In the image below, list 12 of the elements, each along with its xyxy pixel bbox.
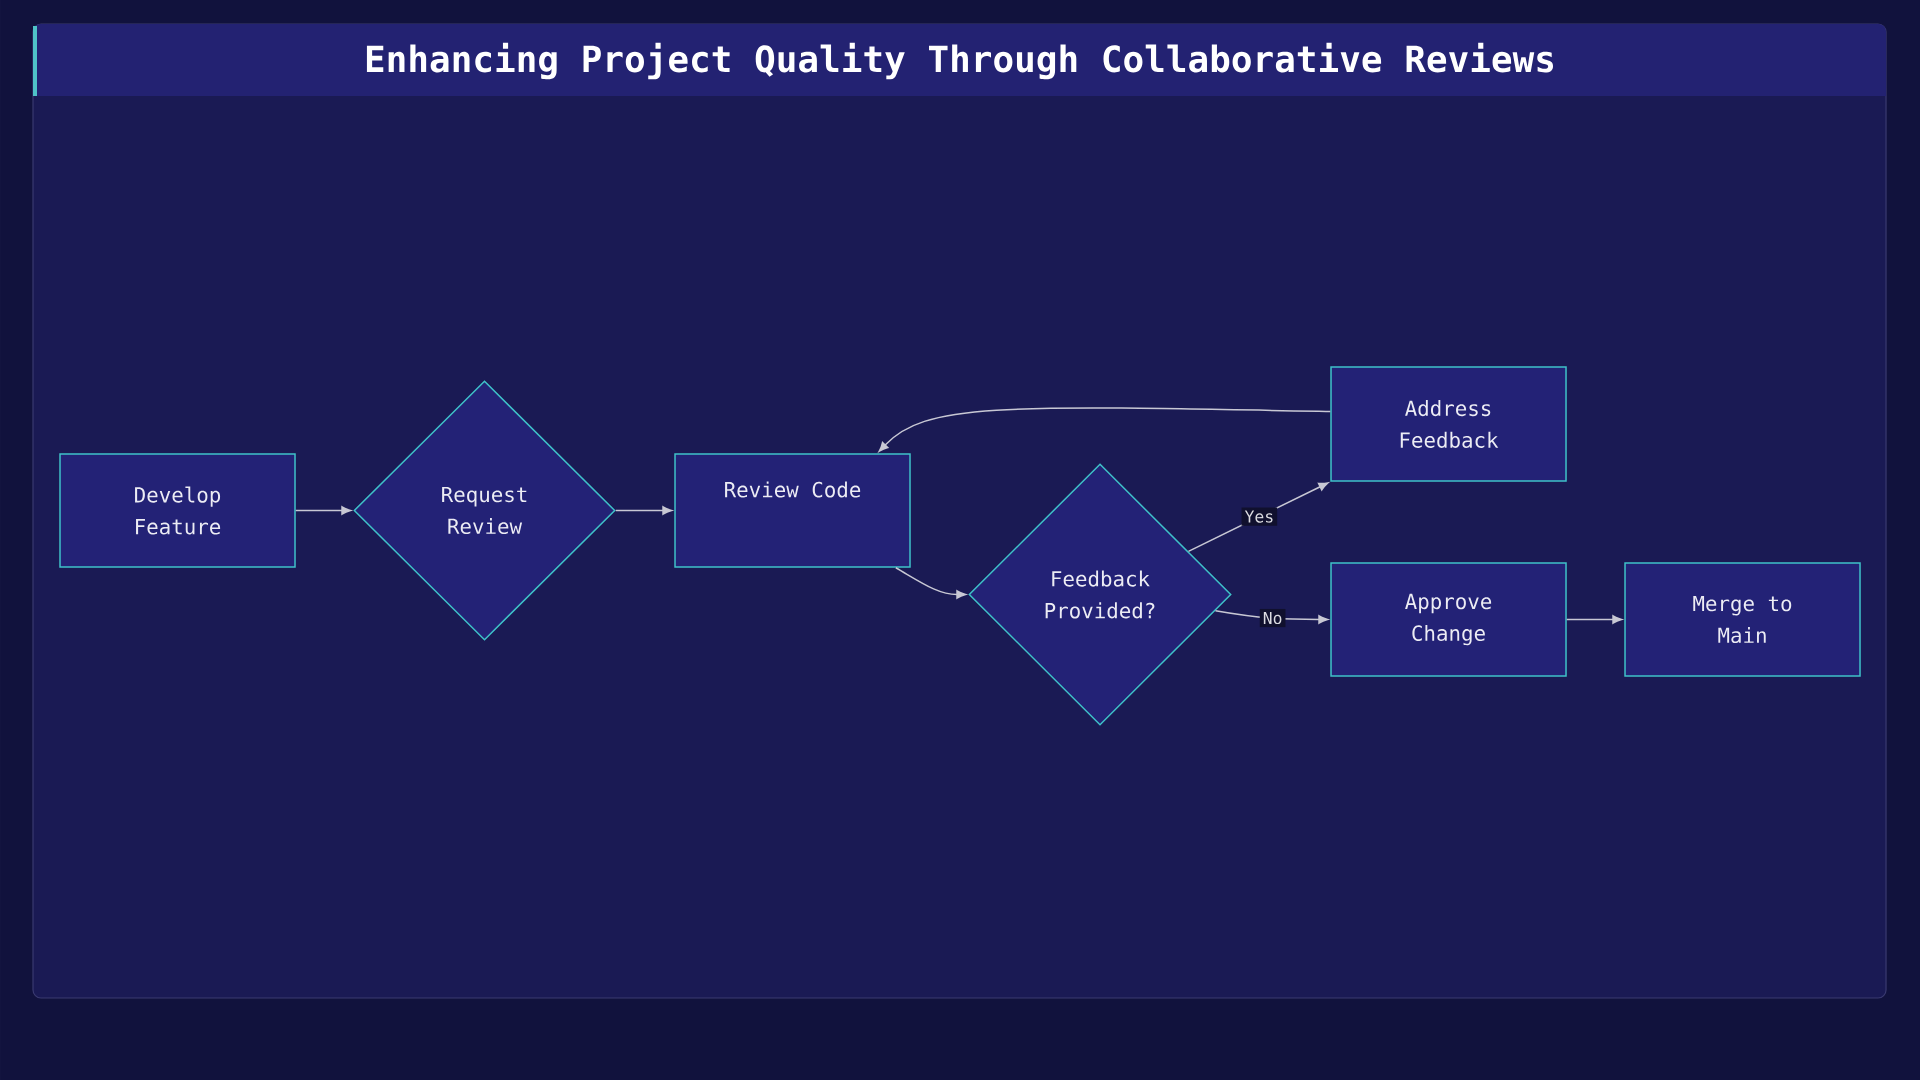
edge-label: Yes (1241, 507, 1278, 526)
title-banner: Enhancing Project Quality Through Collaborative Reviews (33, 24, 1886, 96)
process-box: Approve Change (1330, 562, 1567, 677)
arrow (295, 506, 352, 515)
arrow (1566, 615, 1623, 624)
arrow (895, 567, 967, 599)
arrow (878, 407, 1331, 452)
process-box: Develop Feature (59, 453, 296, 568)
arrow (615, 506, 673, 515)
process-box: Address Feedback (1330, 366, 1567, 482)
process-box: Merge to Main (1624, 562, 1861, 677)
process-box: Review Code (674, 453, 911, 568)
